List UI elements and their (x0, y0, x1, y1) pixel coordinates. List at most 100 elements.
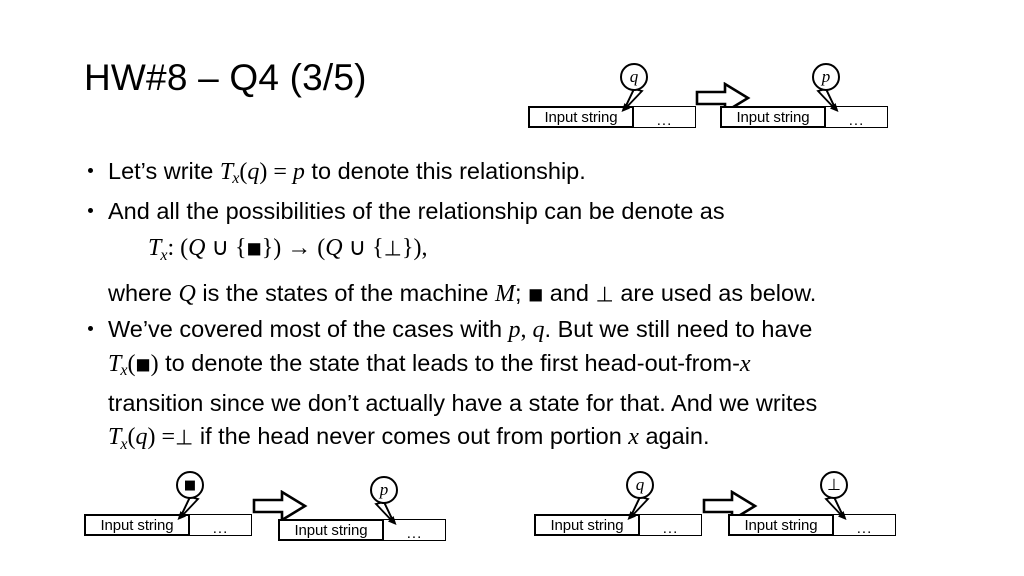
tape-cell-input-string: Input string (528, 106, 634, 128)
bullet-3-line-4: Tx(q) =⊥ if the head never comes out fro… (86, 420, 966, 460)
math-T: T (219, 159, 234, 185)
line4-paren-open: ( (127, 424, 136, 451)
where-part-5: are used as below. (613, 279, 817, 306)
block-arrow-right-icon (252, 490, 308, 522)
head-state-bubble: ■ (176, 471, 204, 499)
page-title: HW#8 – Q4 (3/5) (84, 57, 367, 98)
formula-union-second: ∪ { (342, 235, 384, 262)
tape-head-right: p (812, 63, 852, 112)
line4-paren-close: ) (147, 424, 156, 451)
head-pointer-icon (374, 502, 397, 525)
head-pointer-icon (627, 497, 650, 520)
line2-text: to denote the state that leads to the fi… (158, 349, 740, 376)
head-state-label: q (635, 474, 645, 494)
formula-close-first: }) (261, 235, 282, 262)
where-part-3: ; (515, 279, 529, 306)
where-part-2: is the states of the machine (195, 279, 496, 306)
head-state-bubble: p (370, 476, 398, 504)
bullet-1-suffix: to denote this relationship. (304, 158, 586, 184)
bullet-item-3: We’ve covered most of the cases with p, … (86, 313, 966, 347)
tape-head-left: q (626, 471, 666, 520)
formula-close-second: }), (401, 235, 428, 262)
math-paren-close: ) (259, 159, 268, 185)
tape-cell-input-string: Input string (720, 106, 826, 128)
head-state-bubble: p (812, 63, 840, 91)
tape-left: Input string ... (528, 106, 696, 128)
where-part-1: where (108, 279, 179, 306)
bullet-2-text: And all the possibilities of the relatio… (108, 198, 725, 225)
where-square-symbol: ■ (528, 284, 544, 304)
bullet-item-2: And all the possibilities of the relatio… (86, 195, 966, 228)
line4-equals: = (155, 424, 176, 451)
line2-square-symbol: ■ (135, 354, 151, 374)
line4-T: T (108, 424, 122, 451)
formula-open-second: ( (317, 235, 326, 262)
math-T-subscript: x (232, 170, 240, 188)
tape-cell-input-string: Input string (728, 514, 834, 536)
tape-cell-input-string: Input string (84, 514, 190, 536)
bottom-left-transition-diagram: Input string ... ■ Input string ... p (80, 466, 460, 546)
bullet-3-suffix: . But we still need to have (544, 315, 813, 342)
line4-tail: again. (638, 423, 710, 450)
tape-cell-rest: ... (826, 106, 888, 128)
line2-paren-open: ( (127, 350, 136, 377)
tape-cell-rest: ... (640, 514, 702, 536)
formula-bottom-symbol: ⊥ (383, 236, 402, 261)
line4-T-subscript: x (120, 435, 128, 453)
tape-cell-rest: ... (834, 514, 896, 536)
bullet-dot-icon (88, 208, 93, 214)
line2-T-subscript: x (120, 362, 128, 380)
tape-rest-ellipsis: ... (656, 111, 673, 129)
tape-rest-ellipsis: ... (212, 519, 229, 537)
tape-rest-ellipsis: ... (856, 519, 873, 537)
bullet-3-line-2: Tx(■) to denote the state that leads to … (86, 347, 966, 387)
formula-transition-signature: Tx: (Q ∪ {■}) → (Q ∪ {⊥}), (86, 228, 966, 274)
formula-T: T (148, 235, 162, 262)
head-state-bubble: q (626, 471, 654, 499)
block-arrow-right-icon (695, 82, 751, 114)
line4-bottom-symbol: ⊥ (175, 425, 194, 450)
line4-text: if the head never comes out from portion (193, 423, 629, 450)
where-bottom-symbol: ⊥ (595, 282, 614, 307)
math-equals: = (267, 159, 293, 185)
formula-arrow: → (281, 235, 318, 262)
math-p: p (292, 159, 305, 185)
where-M: M (495, 280, 516, 307)
tape-head-right: ⊥ (820, 471, 860, 520)
where-part-4: and (543, 279, 596, 306)
bullet-3-p: p (508, 316, 521, 343)
line4-x: x (628, 424, 639, 451)
body-content: Let’s write Tx(q) = p to denote this rel… (86, 155, 966, 461)
head-pointer-icon (177, 497, 200, 520)
bullet-dot-icon (88, 168, 93, 173)
bullet-item-1: Let’s write Tx(q) = p to denote this rel… (86, 155, 966, 195)
head-state-label: p (379, 479, 389, 499)
tape-rest-ellipsis: ... (406, 524, 423, 542)
formula-Q-second: Q (325, 235, 343, 262)
formula-square-symbol: ■ (246, 239, 262, 259)
bullet-1-prefix: Let’s write (108, 158, 220, 184)
tape-right: Input string ... (728, 514, 896, 536)
tape-cell-rest: ... (634, 106, 696, 128)
line2-x: x (739, 350, 751, 377)
tape-left: Input string ... (84, 514, 252, 536)
bullet-dot-icon (88, 325, 93, 331)
head-pointer-icon (621, 89, 644, 112)
tape-cell-rest: ... (190, 514, 252, 536)
where-Q: Q (178, 280, 196, 307)
line2-paren-close: ) (150, 350, 159, 377)
head-state-label: ⊥ (827, 475, 841, 494)
top-right-transition-diagram: Input string ... q Input string ... p (520, 58, 900, 138)
formula-Q-first: Q (188, 235, 206, 262)
tape-left: Input string ... (534, 514, 702, 536)
tape-rest-ellipsis: ... (662, 519, 679, 537)
head-state-bubble: ⊥ (820, 471, 848, 499)
line2-T: T (108, 350, 122, 377)
bottom-right-transition-diagram: Input string ... q Input string ... ⊥ (530, 466, 910, 546)
head-state-bubble: q (620, 63, 648, 91)
math-q: q (247, 159, 260, 185)
tape-rest-ellipsis: ... (848, 111, 865, 129)
formula-union-first: ∪ { (205, 235, 247, 262)
tape-head-right: p (370, 476, 410, 525)
